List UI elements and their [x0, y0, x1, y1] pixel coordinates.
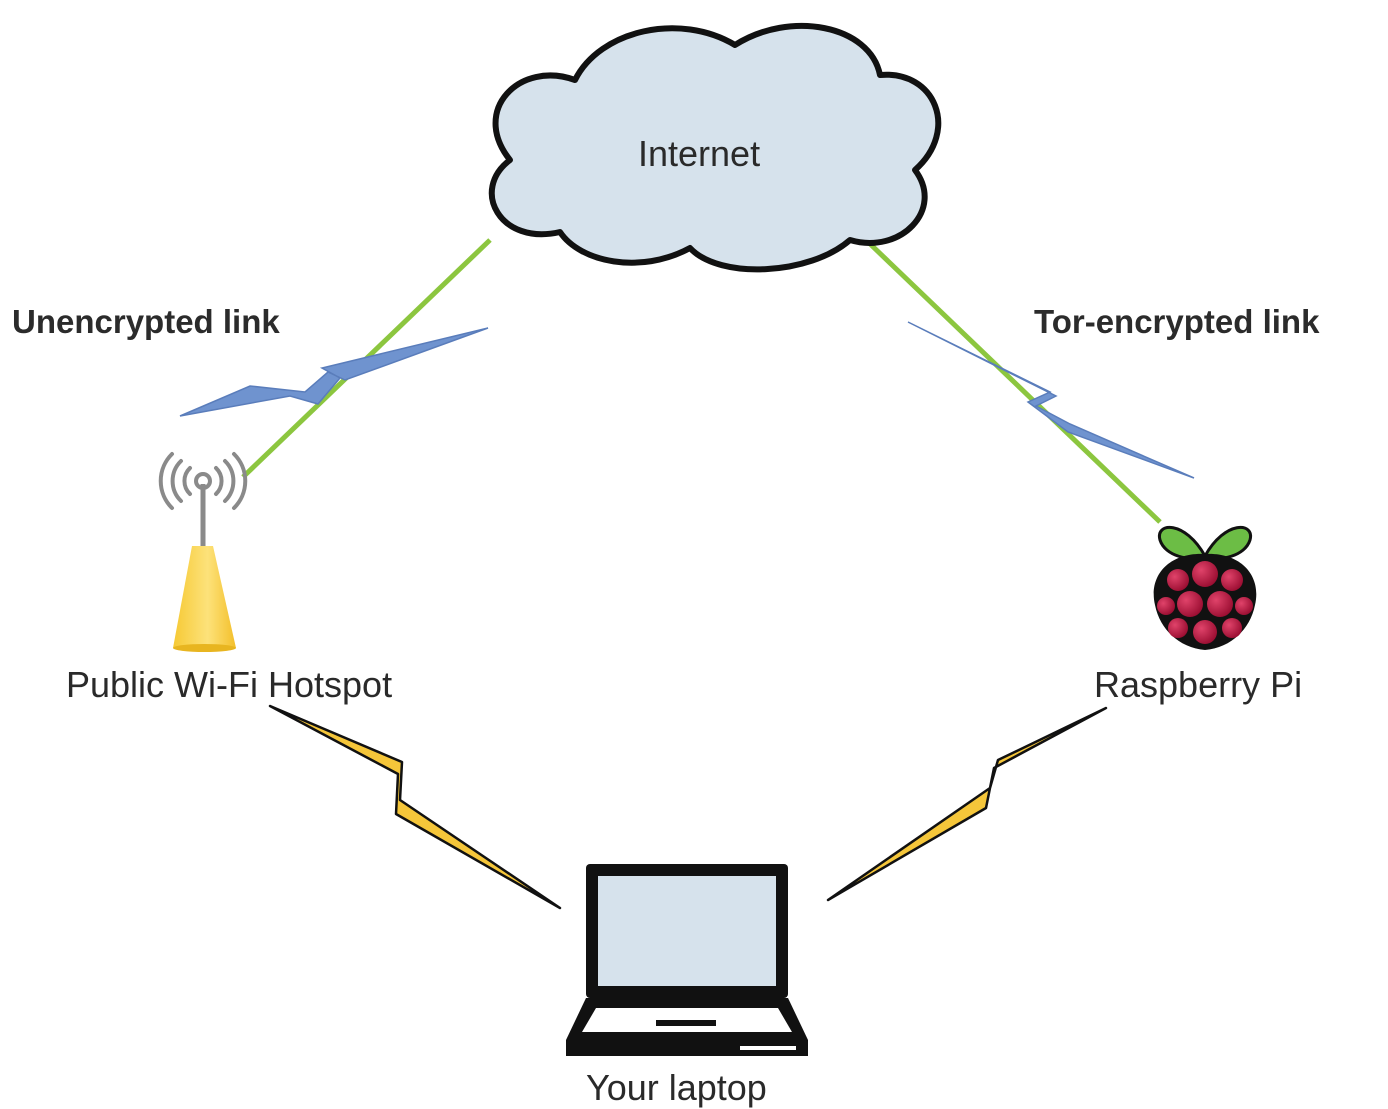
laptop-label: Your laptop: [586, 1067, 767, 1108]
raspberry-pi-label: Raspberry Pi: [1094, 664, 1303, 705]
laptop-icon: [566, 864, 808, 1056]
encrypted-bolt-icon: [907, 321, 1195, 479]
raspberry-pi-icon: [1153, 525, 1257, 650]
link-raspberry-internet: [864, 238, 1162, 524]
raspberry-laptop-bolt-icon: [826, 706, 1108, 902]
cloud-icon: [488, 23, 942, 273]
tor-encrypted-link-label: Tor-encrypted link: [1034, 303, 1320, 340]
unencrypted-link-label: Unencrypted link: [12, 303, 280, 340]
internet-label: Internet: [638, 133, 761, 174]
unencrypted-bolt-icon: [179, 327, 489, 417]
hotspot-laptop-bolt-icon: [268, 704, 562, 910]
hotspot-label: Public Wi-Fi Hotspot: [66, 664, 393, 705]
wifi-antenna-icon: [158, 452, 248, 652]
